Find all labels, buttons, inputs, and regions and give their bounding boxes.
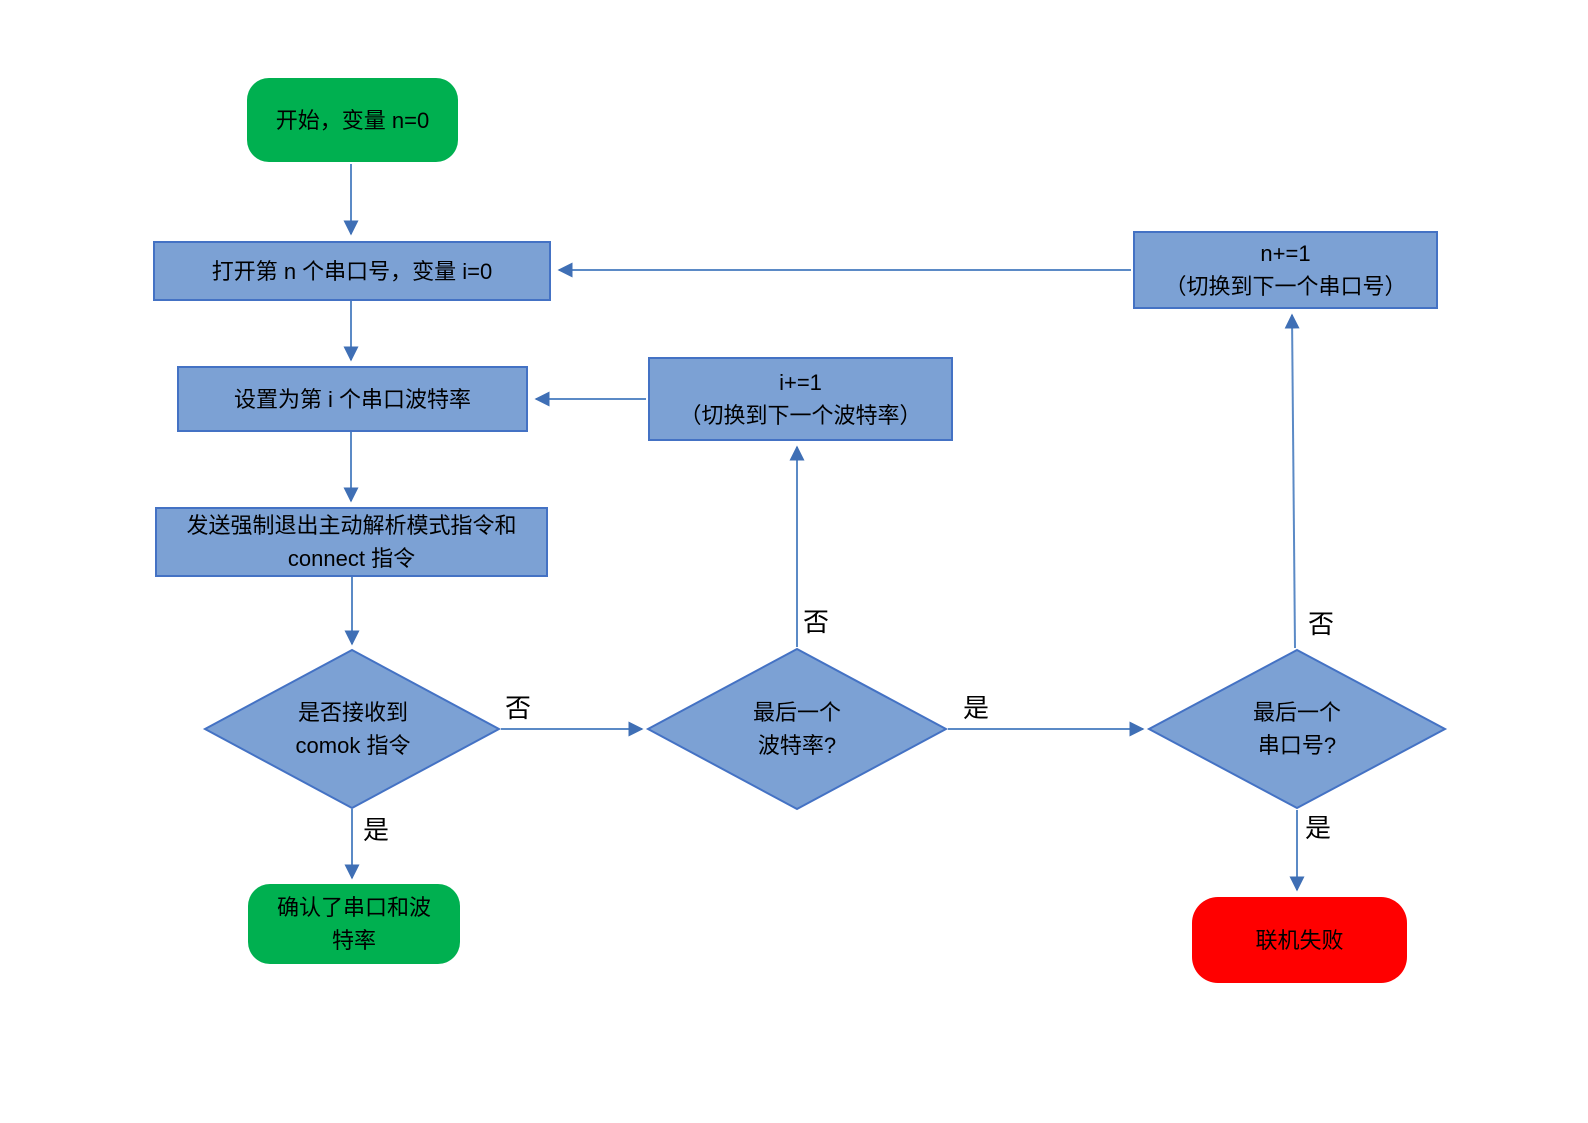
- decision-received-comok-line2: comok 指令: [295, 733, 411, 758]
- node-confirmed: 确认了串口和波 特率: [248, 884, 460, 964]
- node-increment-n-line1: n+=1: [1260, 241, 1311, 266]
- arrow-lastport-no-to-incn: [1284, 313, 1300, 649]
- node-increment-n: n+=1 （切换到下一个串口号）: [1133, 231, 1438, 309]
- decision-last-port-line1: 最后一个: [1252, 700, 1341, 725]
- decision-received-comok-shape: [202, 648, 502, 810]
- node-increment-i-line1: i+=1: [779, 370, 822, 395]
- node-start: 开始，变量 n=0: [247, 78, 458, 162]
- node-connection-failed: 联机失败: [1192, 897, 1407, 983]
- edge-label-lastbaud-yes: 是: [963, 693, 990, 723]
- node-confirmed-line1: 确认了串口和波: [276, 895, 431, 920]
- node-send-command-line1: 发送强制退出主动解析模式指令和: [186, 513, 517, 538]
- edge-label-lastport-no: 否: [1308, 609, 1335, 639]
- node-set-baudrate: 设置为第 i 个串口波特率: [177, 366, 528, 432]
- decision-last-port-line2: 串口号?: [1257, 733, 1337, 758]
- node-confirmed-line2: 特率: [331, 928, 376, 953]
- edge-label-comok-yes: 是: [363, 815, 390, 845]
- decision-last-baudrate-line2: 波特率?: [757, 733, 837, 758]
- node-open-port: 打开第 n 个串口号，变量 i=0: [153, 241, 551, 301]
- node-connection-failed-label: 联机失败: [1255, 927, 1344, 953]
- node-increment-i: i+=1 （切换到下一个波特率）: [648, 357, 953, 441]
- node-set-baudrate-label: 设置为第 i 个串口波特率: [233, 386, 472, 412]
- decision-last-port-label: 最后一个 串口号?: [1197, 696, 1397, 762]
- decision-received-comok-line1: 是否接收到: [297, 700, 408, 725]
- node-increment-n-line2: （切换到下一个串口号）: [1164, 274, 1407, 299]
- node-start-label: 开始，变量 n=0: [275, 107, 430, 133]
- decision-last-baudrate-shape: [645, 647, 949, 811]
- edge-label-lastbaud-no: 否: [803, 607, 830, 637]
- edge-label-lastport-yes: 是: [1305, 813, 1332, 843]
- decision-last-baudrate-label: 最后一个 波特率?: [697, 696, 897, 762]
- node-increment-i-line2: （切换到下一个波特率）: [679, 403, 922, 428]
- node-send-command-line2: connect 指令: [287, 546, 416, 571]
- decision-received-comok-label: 是否接收到 comok 指令: [253, 696, 453, 762]
- decision-last-baudrate-line1: 最后一个: [752, 700, 841, 725]
- edge-label-comok-no: 否: [505, 693, 532, 723]
- node-send-command: 发送强制退出主动解析模式指令和 connect 指令: [155, 507, 548, 577]
- decision-last-port-shape: [1146, 648, 1448, 810]
- node-open-port-label: 打开第 n 个串口号，变量 i=0: [211, 258, 493, 284]
